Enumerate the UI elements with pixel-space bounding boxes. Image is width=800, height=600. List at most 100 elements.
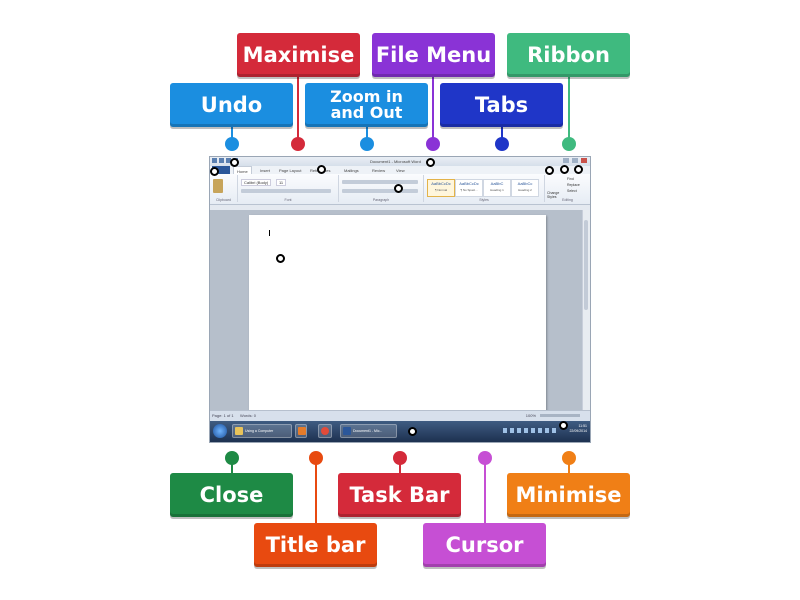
label-maximise[interactable]: Maximise (237, 33, 360, 77)
pin-9[interactable] (276, 254, 285, 263)
font-name-select[interactable]: Calibri (Body) (241, 179, 272, 186)
cursor-dot (478, 451, 492, 465)
tab-page-layout[interactable]: Page Layout (279, 168, 302, 173)
tab-view[interactable]: View (396, 168, 405, 173)
pin-10[interactable] (408, 427, 417, 436)
pin-8[interactable] (574, 165, 583, 174)
label-ribbon[interactable]: Ribbon (507, 33, 630, 77)
clipboard-group: Clipboard (210, 175, 238, 202)
undo-stem (231, 127, 233, 143)
task-bar: Using a Computer Document1 - Mic... 11:5… (210, 421, 590, 442)
minimise-stem (568, 457, 570, 473)
label-undo-text: Undo (200, 92, 263, 117)
undo-icon[interactable] (226, 158, 231, 163)
style-heading-1[interactable]: AaBbC Heading 1 (483, 179, 511, 197)
vertical-scrollbar[interactable] (582, 210, 590, 411)
maximise-icon[interactable] (572, 158, 578, 163)
pin-2[interactable] (210, 167, 219, 176)
pin-3[interactable] (317, 165, 326, 174)
pin-1[interactable] (230, 158, 239, 167)
tabs-stem (501, 127, 503, 143)
word-logo-icon (212, 158, 217, 163)
paragraph-group-label: Paragraph (372, 198, 390, 202)
document-area (210, 210, 590, 435)
document-page[interactable] (249, 215, 546, 435)
pin-7[interactable] (560, 165, 569, 174)
media-player-icon (298, 427, 306, 435)
font-size-select[interactable]: 11 (276, 179, 287, 186)
tab-home[interactable]: Home (233, 166, 252, 175)
clock-date: 22/09/2014 (569, 429, 587, 433)
window-title: Document1 - Microsoft Word (370, 159, 421, 164)
style-normal-name: ¶ Normal (434, 188, 448, 192)
label-ribbon-text: Ribbon (527, 42, 610, 67)
style-no-spacing-name: ¶ No Spaci... (460, 188, 478, 192)
style-heading-1-name: Heading 1 (490, 188, 504, 192)
ribbon-stem (568, 77, 570, 143)
label-close[interactable]: Close (170, 473, 293, 517)
label-file-menu[interactable]: File Menu (372, 33, 495, 77)
taskbar-browser-item[interactable] (318, 424, 332, 438)
style-normal[interactable]: AaBbCcDc¶ Normal (427, 179, 455, 197)
status-bar: Page: 1 of 1 Words: 0 100% (210, 410, 590, 421)
scroll-thumb[interactable] (584, 220, 588, 310)
pin-6[interactable] (545, 166, 554, 175)
styles-group-label: Styles (479, 198, 489, 202)
save-icon[interactable] (219, 158, 224, 163)
change-styles-button[interactable]: Change Styles (547, 191, 560, 199)
pin-4[interactable] (426, 158, 435, 167)
label-minimise[interactable]: Minimise (507, 473, 630, 517)
label-zoom[interactable]: Zoom in and Out (305, 83, 428, 127)
title-bar[interactable]: Document1 - Microsoft Word (210, 157, 590, 166)
label-file-menu-text: File Menu (375, 42, 492, 67)
tab-mailings[interactable]: Mailings (344, 168, 359, 173)
paste-icon[interactable] (213, 179, 223, 193)
start-button-icon[interactable] (213, 424, 227, 438)
clock[interactable]: 11:51 22/09/2014 (569, 424, 587, 434)
tab-insert[interactable]: Insert (260, 168, 271, 173)
zoom-stem (366, 127, 368, 143)
folder-icon (235, 427, 243, 435)
taskbar-word-item[interactable]: Document1 - Mic... (340, 424, 397, 438)
find-button[interactable]: Find (567, 177, 574, 181)
zoom-percent: 100% (525, 413, 536, 418)
taskbar-media-item[interactable] (295, 424, 307, 438)
taskbar-folder-item[interactable]: Using a Computer (232, 424, 292, 438)
font-group-label: Font (284, 198, 292, 202)
label-title-bar[interactable]: Title bar (254, 523, 377, 567)
window-controls (563, 158, 587, 163)
clipboard-group-label: Clipboard (216, 198, 231, 202)
label-task-bar-text: Task Bar (349, 482, 450, 507)
style-no-spacing[interactable]: AaBbCcDc¶ No Spaci... (455, 179, 483, 197)
close-icon[interactable] (581, 158, 587, 163)
status-word-count: Words: 0 (240, 413, 256, 418)
replace-button[interactable]: Replace (567, 183, 580, 187)
undo-dot (225, 137, 239, 151)
list-buttons[interactable] (342, 180, 418, 184)
close-dot (225, 451, 239, 465)
ribbon-dot (562, 137, 576, 151)
minimise-icon[interactable] (563, 158, 569, 163)
style-heading-1-sample: AaBbC (490, 181, 504, 186)
label-task-bar[interactable]: Task Bar (338, 473, 461, 517)
pin-11[interactable] (559, 421, 568, 430)
label-undo[interactable]: Undo (170, 83, 293, 127)
zoom-slider[interactable] (540, 414, 580, 417)
word-window: Document1 - Microsoft Word Home Insert P… (209, 156, 591, 443)
pin-5[interactable] (394, 184, 403, 193)
file-menu-tab[interactable] (212, 166, 230, 174)
tab-review[interactable]: Review (372, 168, 386, 173)
label-cursor[interactable]: Cursor (423, 523, 546, 567)
label-tabs-text: Tabs (474, 92, 529, 117)
system-tray-icons[interactable] (503, 428, 558, 433)
taskbar-word-label: Document1 - Mic... (353, 429, 383, 433)
task-bar-dot (393, 451, 407, 465)
alignment-buttons[interactable] (342, 189, 418, 193)
label-tabs[interactable]: Tabs (440, 83, 563, 127)
select-button[interactable]: Select (567, 189, 577, 193)
word-icon (343, 427, 351, 435)
chrome-icon (321, 427, 329, 435)
font-format-buttons[interactable] (241, 189, 331, 193)
clock-time: 11:51 (578, 424, 588, 428)
